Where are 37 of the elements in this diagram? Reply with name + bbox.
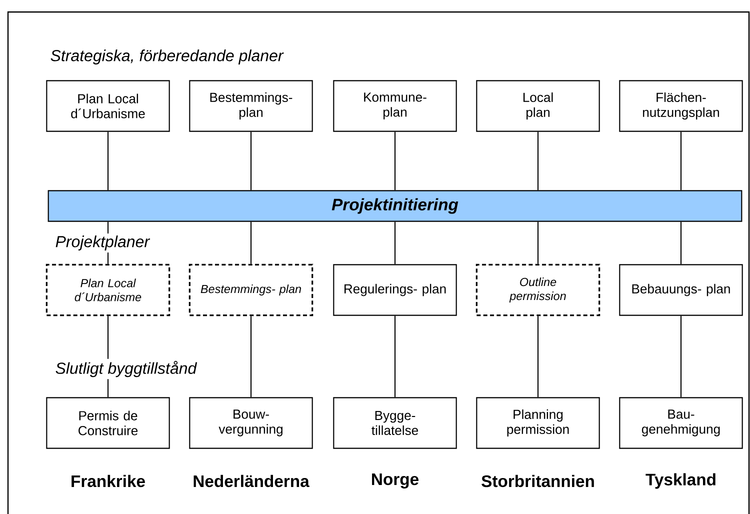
connector-line — [250, 316, 252, 398]
plan-box: Bouw- vergunning — [189, 397, 313, 449]
connector-line — [537, 222, 539, 264]
plan-box: Bestemmings- plan — [189, 80, 313, 132]
connector-line — [537, 316, 539, 398]
connector-line — [394, 316, 396, 398]
plan-box: Plan Local d´Urbanisme — [46, 80, 170, 132]
plan-box: Flächen- nutzungsplan — [619, 80, 743, 132]
level-heading: Projektplaner — [53, 234, 152, 252]
country-name: Frankrike — [68, 472, 148, 490]
initiation-bar: Projektinitiering — [48, 190, 742, 222]
plan-box: Outline permission — [476, 264, 600, 316]
plan-box: Bygge- tillatelse — [333, 397, 457, 449]
plan-box: Bestemmings- plan — [188, 264, 314, 316]
plan-box: Planning permission — [476, 397, 600, 449]
plan-box: Local plan — [476, 80, 600, 132]
country-name: Norge — [368, 472, 422, 490]
country-name: Tyskland — [644, 471, 718, 491]
country-name: Nederländerna — [190, 472, 312, 490]
country-name: Storbritannien — [479, 472, 597, 490]
connector-line — [394, 222, 396, 264]
plan-box: Bebauungs- plan — [619, 264, 743, 316]
connector-line — [394, 132, 396, 190]
plan-box: Regulerings- plan — [333, 264, 457, 316]
connector-line — [680, 222, 682, 264]
connector-line — [680, 316, 682, 398]
connector-line — [680, 132, 682, 190]
plan-box: Permis de Construire — [46, 397, 170, 449]
connector-line — [250, 222, 252, 264]
plan-box: Kommune- plan — [333, 80, 457, 132]
connector-line — [537, 132, 539, 190]
level-heading: Strategiska, förberedande planer — [48, 48, 286, 66]
level-heading: Slutligt byggtillstånd — [53, 358, 199, 380]
plan-box: Plan Local d´Urbanisme — [46, 264, 170, 316]
connector-line — [107, 132, 109, 190]
connector-line — [250, 132, 252, 190]
plan-box: Bau- genehmigung — [619, 397, 743, 449]
